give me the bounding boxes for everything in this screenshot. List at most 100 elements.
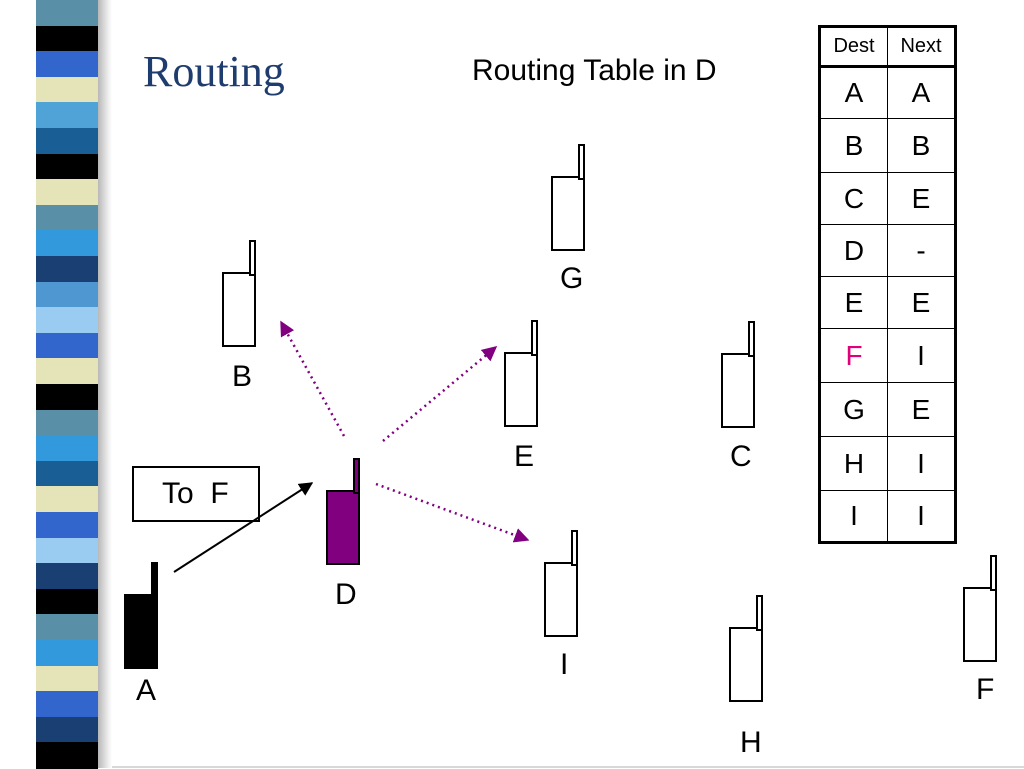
stripe-band	[36, 358, 98, 385]
antenna-icon	[531, 320, 538, 356]
stripe-band	[36, 128, 98, 155]
stripe-band	[36, 537, 98, 565]
cell-dest: H	[819, 436, 888, 491]
node-label-e: E	[514, 440, 535, 473]
phone-node-f	[963, 555, 997, 662]
phone-node-d	[326, 458, 360, 565]
cell-next: B	[887, 118, 956, 173]
footer-divider	[112, 766, 1024, 768]
antenna-icon	[249, 240, 256, 276]
phone-node-c	[721, 321, 755, 428]
header-dest: Dest	[819, 26, 888, 67]
stripe-band	[36, 384, 98, 411]
stripe-band	[36, 76, 98, 104]
node-label-c: C	[730, 440, 752, 473]
antenna-icon	[571, 530, 578, 566]
cell-next: E	[887, 276, 956, 329]
message-tag: To F	[132, 466, 260, 522]
stripe-band	[36, 307, 98, 334]
stripe-band	[36, 614, 98, 641]
node-label-a: A	[136, 674, 157, 707]
stripe-band	[36, 563, 98, 590]
node-label-d: D	[335, 578, 357, 611]
cell-next: I	[887, 328, 956, 383]
stripe-band	[36, 102, 98, 129]
stripe-band	[36, 588, 98, 616]
stripe-band	[36, 332, 98, 360]
phone-icon	[124, 594, 158, 669]
node-label-f: F	[976, 673, 995, 706]
stripe-band	[36, 691, 98, 718]
cell-dest: C	[819, 172, 888, 225]
stripe-band	[36, 486, 98, 513]
stripe-band	[36, 204, 98, 232]
antenna-icon	[578, 144, 585, 180]
phone-icon	[326, 490, 360, 565]
decorative-stripe	[36, 0, 98, 769]
slide-title: Routing	[143, 47, 285, 96]
cell-dest: B	[819, 118, 888, 173]
table-caption: Routing Table in D	[472, 54, 717, 87]
stripe-band	[36, 716, 98, 744]
phone-icon	[721, 353, 755, 428]
cell-dest: A	[819, 66, 888, 119]
antenna-icon	[990, 555, 997, 591]
phone-node-e	[504, 320, 538, 427]
antenna-icon	[353, 458, 360, 494]
stripe-band	[36, 256, 98, 283]
stripe-band	[36, 25, 98, 53]
stripe-band	[36, 51, 98, 78]
phone-icon	[551, 176, 585, 251]
stripe-shadow	[98, 0, 112, 768]
stripe-band	[36, 281, 98, 309]
antenna-icon	[151, 562, 158, 598]
routing-table-row: D-	[819, 224, 956, 277]
stripe-band	[36, 230, 98, 257]
header-next: Next	[887, 26, 956, 67]
phone-node-g	[551, 144, 585, 251]
edge-d-to-e	[382, 346, 498, 442]
stripe-band	[36, 512, 98, 539]
message-tag-to: To	[162, 477, 194, 510]
antenna-icon	[748, 321, 755, 357]
cell-next: I	[887, 490, 956, 543]
node-label-h: H	[740, 726, 762, 759]
edge-d-to-b	[279, 320, 346, 437]
edge-a-to-d	[173, 482, 314, 573]
phone-icon	[963, 587, 997, 662]
cell-dest: E	[819, 276, 888, 329]
antenna-icon	[756, 595, 763, 631]
message-tag-dest: F	[210, 477, 229, 510]
stripe-band	[36, 742, 98, 769]
cell-dest: G	[819, 382, 888, 437]
stripe-band	[36, 179, 98, 206]
phone-icon	[544, 562, 578, 637]
phone-node-a	[124, 562, 158, 669]
cell-next: A	[887, 66, 956, 119]
phone-icon	[504, 352, 538, 427]
stripe-band	[36, 460, 98, 488]
stripe-band	[36, 665, 98, 693]
stripe-band	[36, 435, 98, 462]
phone-node-h	[729, 595, 763, 702]
stripe-band	[36, 0, 98, 27]
node-label-g: G	[560, 262, 584, 295]
routing-table-header: Dest Next	[819, 26, 956, 67]
cell-dest: I	[819, 490, 888, 543]
edge-d-to-i	[375, 482, 530, 543]
phone-icon	[222, 272, 256, 347]
stripe-band	[36, 640, 98, 667]
node-label-i: I	[560, 648, 569, 681]
node-label-b: B	[232, 360, 253, 393]
stripe-band	[36, 409, 98, 437]
phone-icon	[729, 627, 763, 702]
phone-node-b	[222, 240, 256, 347]
stripe-band	[36, 153, 98, 181]
phone-node-i	[544, 530, 578, 637]
